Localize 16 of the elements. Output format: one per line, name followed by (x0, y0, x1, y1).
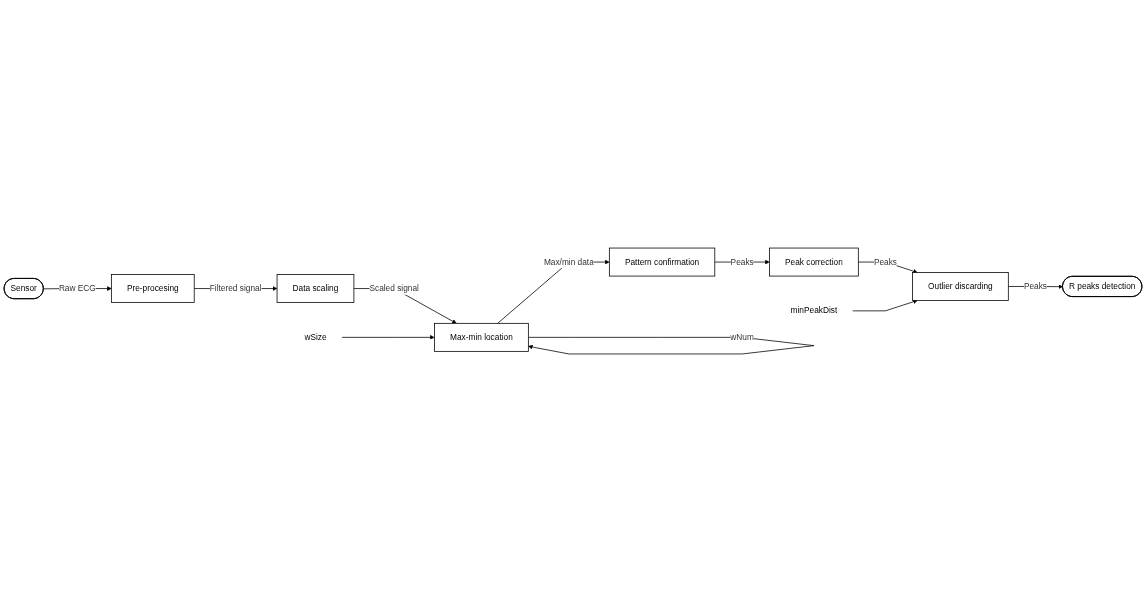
edge-label: Scaled signal (369, 283, 419, 293)
edge-label: Raw ECG (58, 283, 96, 293)
edge-label: Peaks (1023, 281, 1047, 291)
node-box: Outlier discarding (912, 272, 1009, 301)
node-box: Peak correction (769, 247, 859, 277)
node-box: Pattern confirmation (608, 247, 716, 277)
edge-label: Max/min data (543, 257, 594, 267)
edge-label: Peaks (873, 257, 897, 267)
node-text: wSize (304, 332, 327, 342)
edge-label: Filtered signal (209, 283, 262, 293)
node-box: Data scaling (276, 274, 355, 303)
edge-label: wNum (730, 332, 754, 342)
node-text: minPeakDist (790, 306, 838, 315)
edge-label: Peaks (730, 257, 754, 267)
node-box: Pre-procesing (110, 274, 195, 303)
node-box: Max-min location (434, 322, 529, 352)
